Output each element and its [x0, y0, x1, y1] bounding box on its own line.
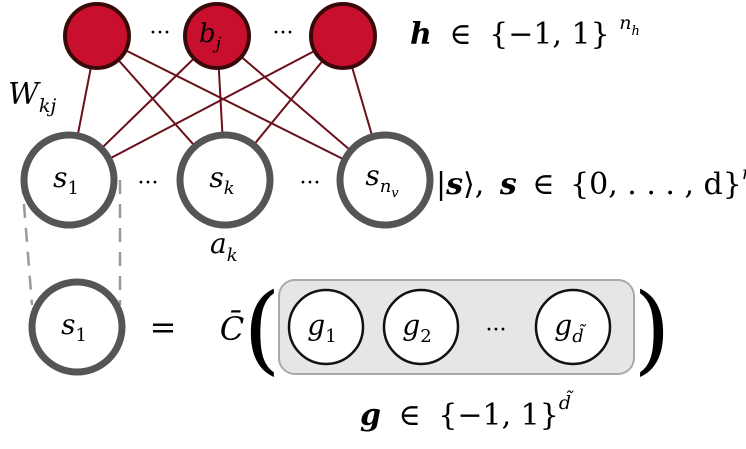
hidden-space-label: h ∈ {−1, 1} nh: [410, 12, 640, 52]
hidden-ellipsis-right: ···: [273, 21, 294, 46]
g-ellipsis: ···: [486, 318, 507, 343]
visible-node-1: [20, 131, 118, 229]
equals-sign: =: [150, 308, 177, 346]
bias-label: ak: [210, 227, 238, 266]
visible-space-label: |s⟩, s ∈ {0, . . . , d}nv: [436, 162, 746, 202]
hidden-layer: ··· bj ···: [63, 2, 377, 70]
visible-ellipsis-left: ···: [138, 171, 159, 196]
hidden-ellipsis-left: ···: [150, 21, 171, 46]
visible-node-k: [176, 131, 274, 229]
visible-ellipsis-right: ···: [300, 171, 321, 196]
hidden-node-nh: [309, 2, 377, 70]
visible-node-nv: [336, 131, 434, 229]
decomposition: s1 = C̄ ( ) g1 g2 ··· gd̃ g ∈ {−1, 1}d̃: [28, 273, 671, 433]
g-node-2: [382, 288, 460, 366]
weight-edge-h1-v3: [96, 35, 386, 181]
g-space-label: g ∈ {−1, 1}d̃: [360, 391, 574, 433]
decomposed-node-s1: [28, 278, 126, 376]
decomposed-node-s1-label: s1: [61, 308, 87, 346]
visible-node-k-label: sk: [209, 161, 234, 199]
g-node-d: [534, 288, 612, 366]
paren-open: (: [243, 273, 280, 385]
g-node-1: [287, 288, 365, 366]
hidden-node-1: [63, 2, 131, 70]
operator-c-bar: C̄: [220, 310, 244, 348]
hidden-node-j-label: bj: [199, 19, 222, 54]
weight-edge-h3-v1: [68, 35, 344, 181]
hidden-node-j: [183, 2, 251, 70]
paren-close: ): [633, 273, 670, 385]
g-node-2-label: g2: [402, 309, 431, 347]
visible-node-nv-label: snv: [365, 159, 399, 201]
weight-label: Wkj: [8, 77, 56, 117]
visible-layer: s1 ··· sk ··· snv: [20, 131, 434, 229]
guide-dashed-left: [20, 179, 34, 306]
visible-node-1-label: s1: [53, 161, 79, 199]
g-node-1-label: g1: [307, 309, 336, 347]
g-node-d-label: gd̃: [554, 309, 586, 347]
